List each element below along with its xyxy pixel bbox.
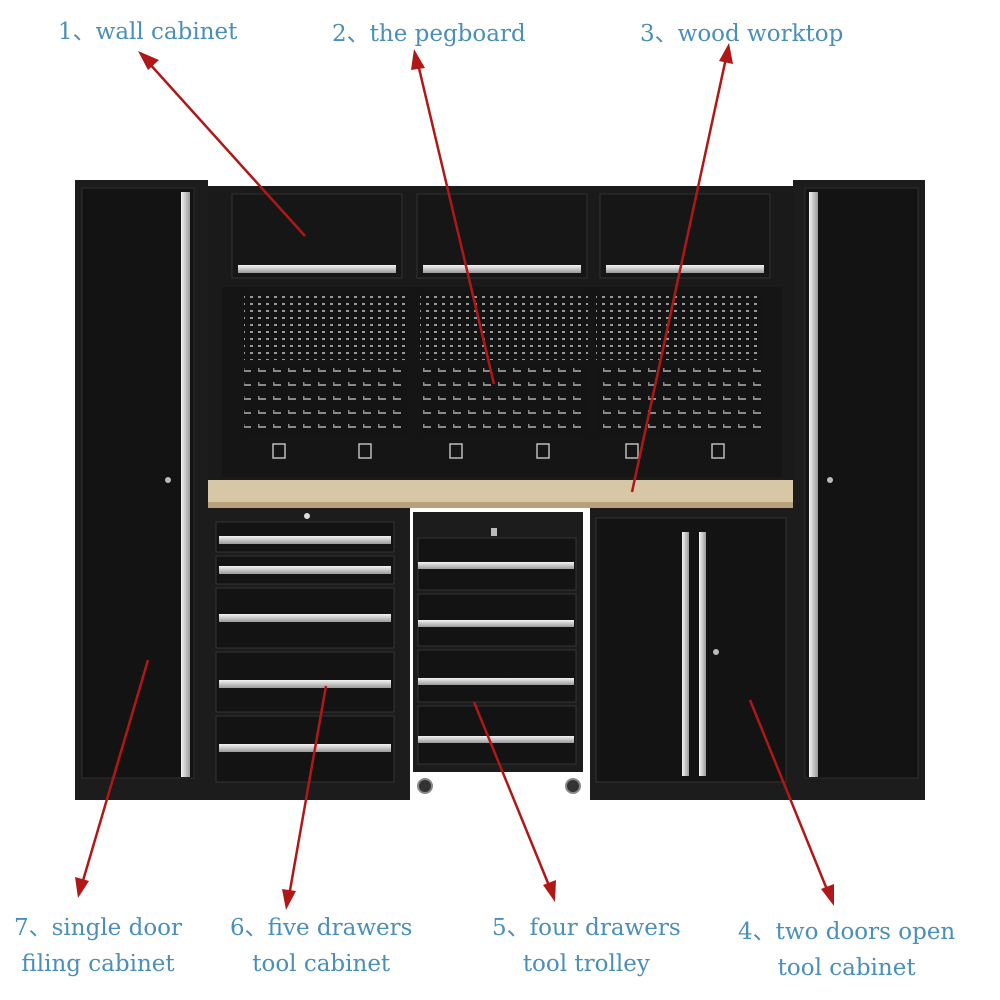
vertical-handle [181,192,190,777]
lock-icon [713,649,719,655]
caster-wheel [417,778,433,794]
wood-worktop [205,480,797,508]
label-pegboard-line1: 2、the pegboard [332,21,526,47]
wall-cabinet-handle [238,265,396,273]
lock-icon [827,477,833,483]
wall-cabinet-handle [423,265,581,273]
label-four-drawers-line1: 5、four drawers [492,915,681,941]
label-two-doors-line2: tool cabinet [777,955,916,981]
arrow-four-drawers [472,701,552,889]
arrow-single-door [80,659,150,885]
label-two-doors: 4、two doors open tool cabinet [738,914,955,986]
right-single-door-cabinet [793,180,925,800]
four-drawers-tool-trolley [413,512,583,794]
single-door-filing-cabinet [75,180,208,800]
wall-cabinet [231,193,771,279]
label-single-door: 7、single door filing cabinet [14,910,182,982]
label-five-drawers: 6、five drawers tool cabinet [230,910,412,982]
label-wall-cabinet: 1、wall cabinet [58,14,237,50]
vertical-handle [682,532,689,776]
arrow-five-drawers [287,685,328,897]
label-single-door-line1: 7、single door [14,915,183,941]
label-pegboard: 2、the pegboard [332,16,526,52]
arrow-wall-cabinet [147,61,306,237]
caster-wheel [565,778,581,794]
label-single-door-line2: filing cabinet [21,951,175,977]
arrow-two-doors [748,699,830,893]
label-four-drawers: 5、four drawers tool trolley [492,910,681,982]
arrow-worktop [630,57,728,493]
label-worktop-line1: 3、wood worktop [640,21,844,47]
label-worktop: 3、wood worktop [640,16,843,52]
label-four-drawers-line2: tool trolley [522,951,650,977]
two-doors-open-tool-cabinet [590,508,793,800]
annotation-arrows [75,43,834,910]
label-five-drawers-line1: 6、five drawers [230,915,413,941]
label-five-drawers-line2: tool cabinet [252,951,391,977]
five-drawers-tool-cabinet [208,508,410,800]
pegboard [222,287,782,477]
vertical-handle [809,192,818,777]
label-wall-cabinet-line1: 1、wall cabinet [58,19,238,45]
arrow-pegboard [416,63,496,385]
lock-icon [165,477,171,483]
vertical-handle [699,532,706,776]
label-two-doors-line1: 4、two doors open [738,919,956,945]
wall-cabinet-handle [606,265,764,273]
